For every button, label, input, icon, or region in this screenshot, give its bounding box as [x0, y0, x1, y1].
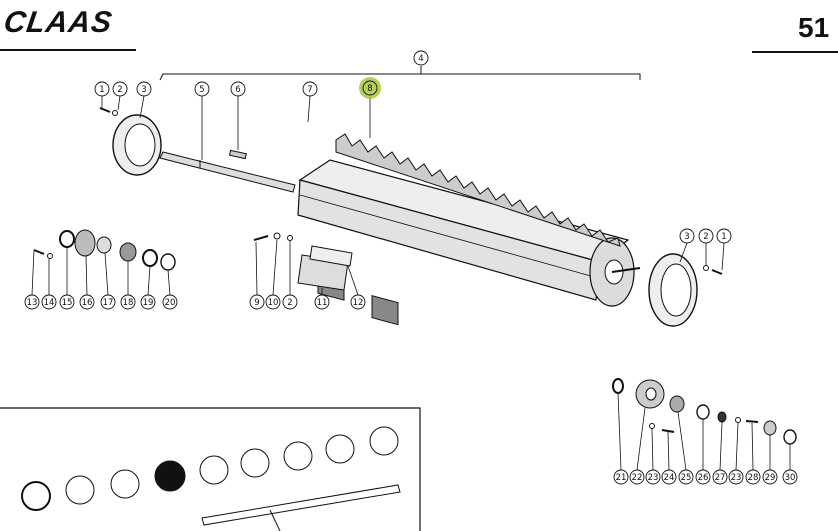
callout-label: 2 — [287, 298, 292, 308]
callout-label: 11 — [317, 298, 328, 308]
callout-28: 28 — [745, 422, 761, 485]
callout-3: 3 — [136, 81, 152, 119]
callout-24: 24 — [661, 431, 677, 485]
callout-label: 3 — [684, 232, 689, 242]
callout-1: 1 — [716, 228, 732, 271]
callout-label: 12 — [353, 298, 364, 308]
bearing-hardware-left — [33, 229, 176, 271]
callout-23: 23 — [645, 428, 661, 485]
callout-22: 22 — [629, 407, 646, 485]
callout-label: 21 — [616, 473, 627, 483]
callout-label: 29 — [765, 473, 776, 483]
drum-body — [297, 159, 641, 326]
callout-label: 22 — [632, 473, 643, 483]
scraper-hardware — [253, 232, 353, 291]
callout-label: 8 — [367, 84, 372, 94]
callout-label: 24 — [664, 473, 675, 483]
page-number-rule — [752, 51, 838, 53]
callout-label: 1 — [721, 232, 726, 242]
callout-19: 19 — [140, 265, 156, 310]
callout-30: 30 — [782, 444, 798, 485]
callout-9: 9 — [249, 241, 265, 310]
callout-12: 12 — [347, 265, 366, 310]
callout-29: 29 — [762, 435, 778, 485]
callout-label: 25 — [681, 473, 692, 483]
callout-11: 11 — [314, 288, 330, 310]
flange-ring-right — [648, 253, 698, 327]
flange-ring-left — [112, 114, 162, 176]
callout-label: 14 — [44, 298, 55, 308]
callout-label: 15 — [62, 298, 73, 308]
page-number: 51 — [798, 12, 830, 43]
callout-label: 6 — [235, 85, 240, 95]
callout-label: 13 — [27, 298, 38, 308]
callout-23: 23 — [728, 422, 744, 485]
callout-3: 3 — [679, 228, 695, 263]
callout-label: 26 — [698, 473, 709, 483]
assembly-bracket — [159, 73, 641, 81]
callout-label: 27 — [715, 473, 726, 483]
callout-25: 25 — [677, 411, 694, 485]
callout-label: 2 — [117, 85, 122, 95]
brand-rule — [0, 49, 136, 51]
callout-label: 23 — [648, 473, 659, 483]
callout-label: 23 — [731, 473, 742, 483]
shaft-part — [159, 151, 296, 193]
callout-label: 10 — [268, 298, 279, 308]
callout-8: 8 — [359, 77, 381, 138]
callout-15: 15 — [59, 247, 75, 310]
callout-27: 27 — [712, 421, 728, 485]
callout-label: 2 — [703, 232, 708, 242]
key-part — [228, 149, 247, 160]
callout-10: 10 — [265, 239, 281, 310]
callout-7: 7 — [302, 81, 318, 123]
callout-label: 28 — [748, 473, 759, 483]
callout-2: 2 — [698, 228, 714, 266]
callout-2: 2 — [112, 81, 128, 111]
callout-label: 18 — [123, 298, 134, 308]
callout-26: 26 — [695, 419, 711, 485]
callout-13: 13 — [24, 249, 40, 310]
callout-17: 17 — [100, 252, 116, 310]
callout-label: 9 — [254, 298, 259, 308]
callout-label: 5 — [199, 85, 204, 95]
callout-2: 2 — [282, 241, 298, 310]
callout-label: 1 — [99, 85, 104, 95]
inset-detail — [0, 407, 421, 531]
callout-label: 16 — [82, 298, 93, 308]
callout-5: 5 — [194, 81, 210, 160]
callout-label: 7 — [307, 85, 312, 95]
callout-4: 4 — [413, 50, 429, 66]
callout-14: 14 — [41, 258, 57, 310]
callout-label: 3 — [141, 85, 146, 95]
callout-label: 30 — [785, 473, 796, 483]
callout-label: 4 — [418, 54, 423, 64]
callout-label: 19 — [143, 298, 154, 308]
callout-label: 17 — [103, 298, 114, 308]
callout-21: 21 — [613, 392, 629, 485]
callout-1: 1 — [94, 81, 110, 108]
callout-16: 16 — [79, 255, 95, 310]
callout-20: 20 — [162, 269, 178, 310]
serrated-strip — [335, 133, 621, 247]
callout-label: 20 — [165, 298, 176, 308]
callout-6: 6 — [230, 81, 246, 150]
bearing-hardware-right — [612, 378, 797, 445]
callout-18: 18 — [120, 261, 136, 310]
